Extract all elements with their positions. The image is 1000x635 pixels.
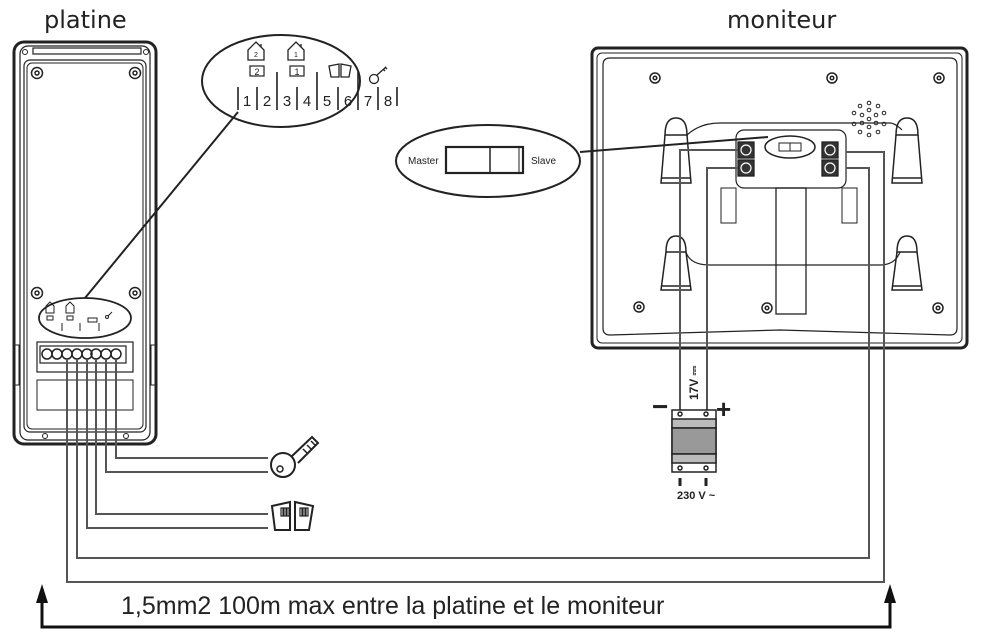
psu-output-label: 17V ⎓ [687, 365, 701, 400]
house-1-number: 1 [294, 52, 298, 59]
screw-icon [633, 72, 945, 314]
slave-label: Slave [531, 156, 556, 167]
stand-foot [660, 117, 923, 184]
switch-callout [395, 124, 581, 198]
house-icon [287, 41, 305, 61]
door-station [12, 40, 158, 446]
house-2-number: 2 [254, 52, 258, 59]
house-2-box-number: 2 [254, 67, 259, 77]
terminal-screw [737, 141, 839, 177]
terminal-number: 8 [384, 93, 392, 110]
door-station-title: platine [44, 6, 127, 34]
key-icon [270, 435, 320, 478]
house-icon [247, 41, 265, 61]
speaker-grille [851, 100, 887, 138]
terminal-number: 5 [323, 93, 331, 110]
distance-arrow [40, 600, 892, 629]
mini-terminal-icons [45, 301, 113, 331]
master-label: Master [408, 156, 439, 167]
psu-plus-sign: + [716, 394, 731, 424]
gate-icon [270, 500, 315, 531]
terminal-number: 4 [303, 93, 311, 110]
house-1-box-number: 1 [294, 67, 299, 77]
wires [66, 149, 885, 583]
terminal-number: 6 [344, 93, 352, 110]
arrow-up-icon [36, 584, 48, 603]
screw-icon [30, 66, 142, 300]
psu-minus-sign: − [652, 391, 668, 422]
power-supply [671, 409, 717, 486]
gate-icon [328, 63, 352, 78]
terminal-number: 3 [283, 93, 291, 110]
key-icon [368, 66, 388, 85]
terminal-number: 2 [263, 93, 271, 110]
monitor [590, 46, 969, 350]
monitor-title: moniteur [727, 6, 837, 34]
terminal-callout [201, 34, 398, 128]
cable-note: 1,5mm2 100m max entre la platine et le m… [121, 592, 665, 620]
arrow-up-icon [884, 584, 896, 603]
terminal-number: 7 [364, 93, 372, 110]
psu-input-label: 230 V ~ [677, 490, 716, 502]
stand-foot [660, 235, 923, 291]
terminal-number: 1 [243, 93, 251, 110]
